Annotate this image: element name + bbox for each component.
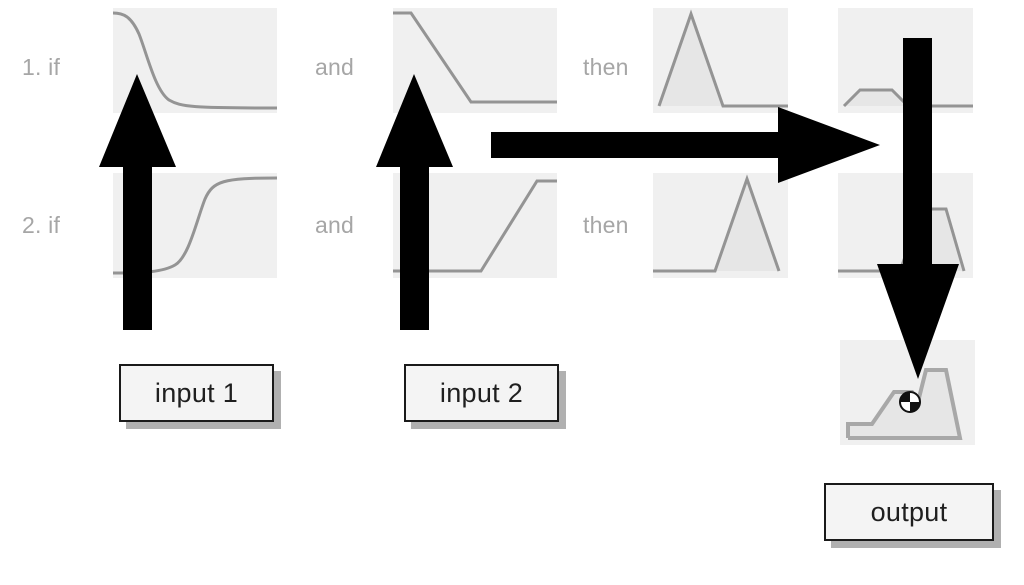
input-1-box[interactable]: input 1 xyxy=(119,364,274,422)
defuzzify-down-arrow-svg xyxy=(877,38,959,379)
plot-rule1-antecedent1-svg xyxy=(112,11,278,110)
membership-curve xyxy=(112,11,278,110)
output-box[interactable]: output xyxy=(824,483,994,541)
input1-up-arrow xyxy=(98,72,178,332)
plot-rule2-consequent-svg xyxy=(653,174,781,273)
rule-2-then-label: then xyxy=(583,212,629,238)
input-2-label: input 2 xyxy=(439,377,524,408)
plot-rule2-antecedent2-svg xyxy=(393,179,557,273)
rule-1-and-label: and xyxy=(315,54,354,80)
rule-2-and-label: and xyxy=(315,212,354,238)
membership-curve xyxy=(393,11,557,104)
input2-up-arrow xyxy=(375,72,455,332)
rule-2-if-label: 2. if xyxy=(22,212,61,238)
rule-1-then-label: then xyxy=(583,54,629,80)
defuzzify-down-arrow xyxy=(875,36,961,381)
plot-rule1-consequent xyxy=(653,8,788,113)
rule-1-if-label: 1. if xyxy=(22,54,61,80)
plot-aggregate-output xyxy=(840,340,975,445)
output-label: output xyxy=(870,496,948,527)
membership-curve xyxy=(657,9,788,108)
membership-curve xyxy=(653,174,781,273)
membership-fill xyxy=(659,14,723,106)
implication-right-arrow xyxy=(490,106,882,184)
membership-fill xyxy=(715,179,779,271)
plot-rule1-consequent-svg xyxy=(657,9,788,108)
plot-rule1-clipped xyxy=(838,8,973,113)
membership-curve xyxy=(393,179,557,273)
input-2-box[interactable]: input 2 xyxy=(404,364,559,422)
membership-fill xyxy=(844,90,908,106)
plot-rule1-antecedent2-svg xyxy=(393,11,557,104)
arrow-shape xyxy=(99,74,176,330)
implication-right-arrow-svg xyxy=(491,107,880,183)
input1-up-arrow-svg xyxy=(99,74,176,330)
input-1-label: input 1 xyxy=(154,377,239,408)
arrow-shape xyxy=(877,38,959,379)
arrow-shape xyxy=(491,107,880,183)
arrow-shape xyxy=(376,74,453,330)
centroid-marker xyxy=(899,391,921,413)
plot-rule2-antecedent1-svg xyxy=(112,176,278,275)
membership-curve xyxy=(112,176,278,275)
centroid-quadrant-1 xyxy=(900,392,910,402)
plot-rule2-consequent xyxy=(653,173,788,278)
input2-up-arrow-svg xyxy=(376,74,453,330)
centroid-quadrant-2 xyxy=(910,402,920,412)
plot-aggregate-output-svg xyxy=(846,368,963,440)
